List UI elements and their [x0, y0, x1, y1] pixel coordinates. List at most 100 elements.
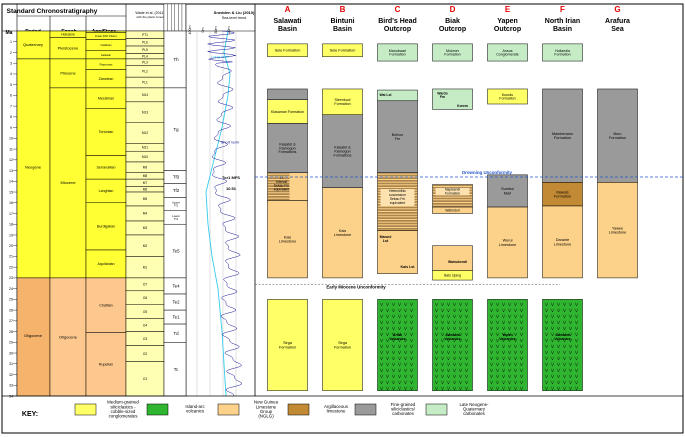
short-term-label: Short term	[221, 140, 240, 145]
volc-mark-f	[562, 386, 567, 391]
volc-mark-c	[403, 344, 408, 349]
letter-stage-label: Tc	[174, 367, 179, 372]
volc-mark-c	[397, 386, 402, 391]
volc-mark-d	[464, 344, 469, 349]
volc-mark-e	[513, 356, 518, 361]
volc-mark-f	[574, 326, 579, 331]
sirga-formation-b-label: Sirga	[338, 341, 348, 345]
volc-mark-f	[544, 302, 549, 307]
volc-mark-e	[519, 320, 524, 325]
ma-tick-label: 1	[10, 40, 12, 44]
volc-mark-f	[568, 386, 573, 391]
volc-mark-e	[489, 320, 494, 325]
ma-tick-label: 13	[9, 169, 13, 173]
volc-mark-e	[489, 350, 494, 355]
volc-mark-d	[434, 380, 439, 385]
volc-mark-d	[446, 314, 451, 319]
volc-mark-f	[556, 314, 561, 319]
planktic-label: O7	[143, 283, 147, 287]
volc-mark-d	[440, 368, 445, 373]
volc-mark-d	[434, 326, 439, 331]
volc-mark-f	[568, 326, 573, 331]
u-interval-label-a: Sekau Fm	[274, 184, 290, 188]
volc-mark-e	[513, 374, 518, 379]
planktic-label: PL4	[142, 54, 148, 58]
volc-mark-d	[434, 350, 439, 355]
age-label: Ionian (Mid. Pleist.)	[95, 34, 117, 38]
volc-mark-c	[379, 368, 384, 373]
wade-sub: with the plank zones	[136, 15, 164, 19]
ma-tick-label: 7	[10, 104, 12, 108]
period-paleogene	[16, 277, 51, 397]
letter-stage-label: Te2	[172, 300, 180, 305]
kais-limestone-a-label: Limestone	[279, 240, 297, 244]
volc-mark-f	[562, 302, 567, 307]
col-name-D: Biak	[445, 18, 460, 25]
volc-mark-d	[434, 314, 439, 319]
hollandia-formation-f-label: Formation	[554, 53, 570, 57]
volc-mark-e	[489, 326, 494, 331]
volc-mark-e	[519, 326, 524, 331]
letter-stage-label: Tf2	[173, 188, 180, 193]
volc-mark-e	[501, 308, 506, 313]
volc-mark-d	[440, 308, 445, 313]
volc-mark-f	[556, 302, 561, 307]
age-label: Piacenzian	[100, 62, 113, 66]
age-label: Langhian	[99, 189, 114, 193]
sea-scale-label: 20m	[227, 27, 231, 34]
volc-mark-d	[458, 332, 463, 337]
volc-mark-e	[507, 362, 512, 367]
volc-mark-f	[568, 368, 573, 373]
volc-mark-c	[379, 356, 384, 361]
volc-mark-d	[452, 308, 457, 313]
volc-mark-f	[544, 356, 549, 361]
volc-mark-e	[489, 344, 494, 349]
manokwari-formation-c-label: Formation	[389, 53, 405, 57]
volc-mark-d	[446, 308, 451, 313]
volc-mark-c	[409, 374, 414, 379]
kais-limestone-a	[267, 200, 308, 279]
volc-mark-f	[574, 338, 579, 343]
volc-mark-e	[501, 332, 506, 337]
volc-mark-e	[513, 332, 518, 337]
volc-mark-c	[379, 344, 384, 349]
key-label: Medium-grained	[107, 400, 139, 405]
small-header-cell	[181, 3, 186, 32]
wai-lst-label-c: Wai Lst	[380, 93, 393, 97]
volc-mark-e	[507, 326, 512, 331]
volc-mark-c	[409, 380, 414, 385]
volc-mark-f	[556, 332, 561, 337]
volc-mark-f	[544, 314, 549, 319]
volc-mark-e	[513, 320, 518, 325]
napisendi-label-d: Formation	[445, 192, 460, 196]
volc-mark-e	[495, 326, 500, 331]
volc-mark-e	[501, 356, 506, 361]
volc-mark-c	[403, 302, 408, 307]
key-label: Group	[260, 409, 273, 414]
ma-tick-label: 28	[9, 330, 13, 334]
ma-tick-label: 12	[9, 158, 13, 162]
steenkool-formation-b-label: Formation	[334, 102, 350, 106]
planktic-label: M13	[142, 110, 148, 114]
makats-formation-f-label: Makats	[556, 190, 568, 194]
volc-mark-f	[568, 344, 573, 349]
age-cell	[85, 202, 127, 251]
volc-mark-e	[489, 338, 494, 343]
volc-mark-e	[519, 362, 524, 367]
wurui-limestone-e-label: Wurui	[503, 239, 513, 243]
volc-mark-d	[464, 350, 469, 355]
col-letter-D: D	[450, 5, 456, 14]
volc-mark-d	[458, 380, 463, 385]
volc-mark-f	[556, 386, 561, 391]
arfak-label-c: Volcanics	[389, 337, 406, 341]
volc-mark-d	[464, 320, 469, 325]
volc-mark-f	[562, 314, 567, 319]
maruni-label-c: Maruni	[380, 235, 392, 239]
ma-tick-label: 26	[9, 308, 13, 312]
volc-mark-f	[574, 386, 579, 391]
volc-mark-d	[452, 314, 457, 319]
col-name-C: Bird's Head	[378, 18, 417, 25]
kurudu-formation-e-label: Kurudu	[502, 93, 514, 97]
volc-mark-d	[446, 332, 451, 337]
